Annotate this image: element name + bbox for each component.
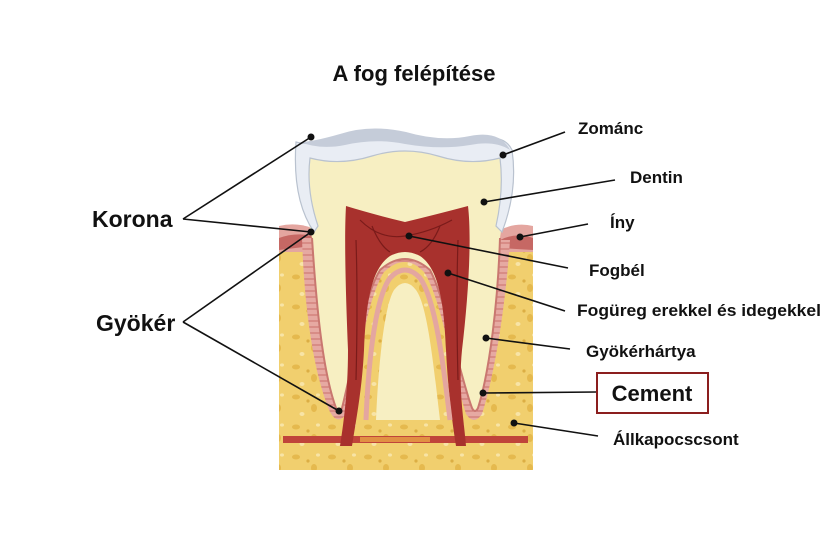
label-foguereg: Fogüreg erekkel és idegekkel	[577, 301, 821, 320]
dot-foguereg	[444, 269, 452, 277]
diagram-title: A fog felépítése	[333, 61, 496, 86]
label-cement: Cement	[612, 381, 693, 406]
label-allkapocscsont: Állkapocscsont	[613, 430, 739, 449]
inner-canal-arch-white	[376, 283, 440, 420]
dot-iny	[516, 233, 524, 241]
dot-fogbel	[405, 232, 413, 240]
label-gyokerhartya: Gyökérhártya	[586, 342, 696, 361]
pulp	[340, 206, 470, 446]
dot-dentin	[480, 198, 488, 206]
dot-cement	[479, 389, 487, 397]
label-fogbel: Fogbél	[589, 261, 645, 280]
dot-enamel-left	[307, 133, 315, 141]
label-dentin: Dentin	[630, 168, 683, 187]
dot-root-tip	[335, 407, 343, 415]
dot-gyokerhartya	[482, 334, 490, 342]
bone-nerve	[360, 437, 430, 442]
pulp-vessels	[355, 219, 459, 381]
inner-canal-arch	[363, 267, 453, 421]
dot-zomanc	[499, 151, 507, 159]
leader-dots	[307, 133, 524, 427]
label-gyoker: Gyökér	[96, 310, 175, 336]
label-korona: Korona	[92, 206, 173, 232]
leader-lines	[182, 131, 616, 437]
dot-crown-root	[307, 228, 315, 236]
cementum	[311, 237, 501, 412]
label-zomanc: Zománc	[578, 119, 643, 138]
dot-allkapocscsont	[510, 419, 518, 427]
cement-highlight-box	[596, 372, 709, 414]
enamel-top	[300, 128, 510, 150]
label-iny: Íny	[610, 213, 635, 232]
